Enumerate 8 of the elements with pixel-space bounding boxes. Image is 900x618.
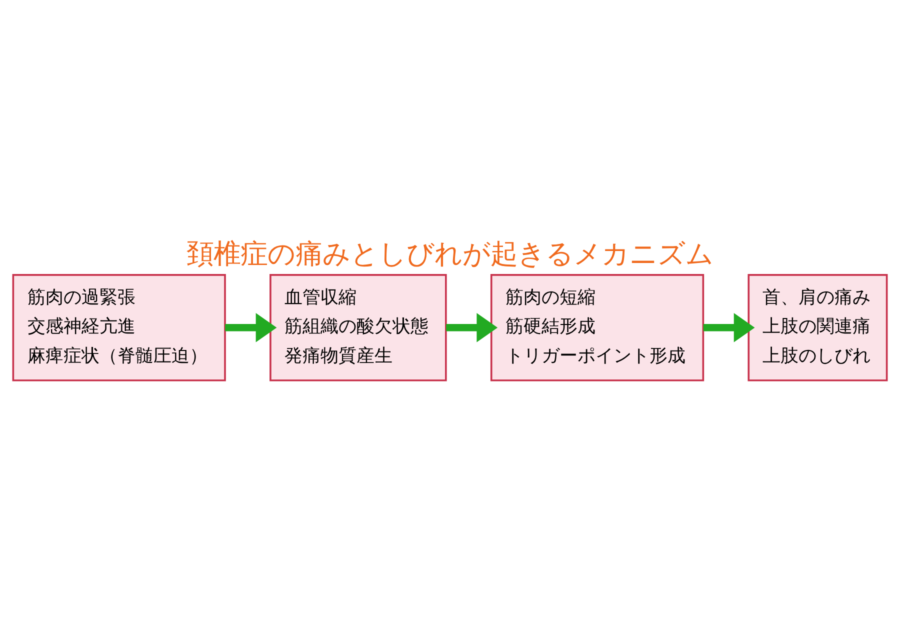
node-box: 首、肩の痛み 上肢の関連痛 上肢のしびれ: [748, 274, 888, 382]
node-box: 筋肉の短縮 筋硬結形成 トリガーポイント形成: [490, 274, 704, 382]
node-box: 筋肉の過緊張 交感神経亢進 麻痺症状（脊髄圧迫）: [12, 274, 226, 382]
arrow: [225, 313, 277, 342]
arrow: [446, 313, 498, 342]
arrow: [703, 313, 755, 342]
diagram-title: 頚椎症の痛みとしびれが起きるメカニズム: [186, 239, 714, 270]
node-box: 血管収縮 筋組織の酸欠状態 発痛物質産生: [270, 274, 447, 382]
